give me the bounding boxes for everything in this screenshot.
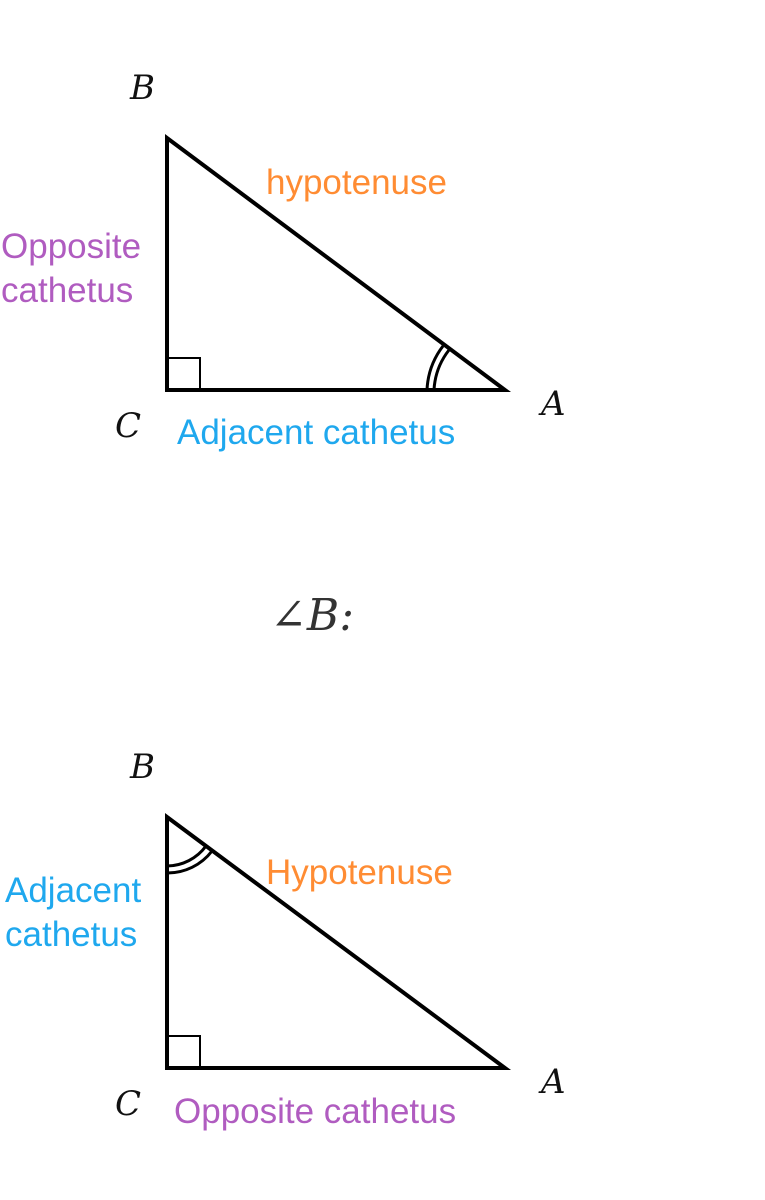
opposite-label-1-line1: Opposite: [1, 227, 141, 266]
adjacent-label-2-line2: cathetus: [5, 915, 137, 954]
adjacent-label-1: Adjacent cathetus: [177, 413, 455, 452]
opposite-label-2: Opposite cathetus: [174, 1092, 456, 1131]
right-angle-marker-2: [166, 1035, 201, 1069]
right-angle-marker-1: [166, 357, 201, 391]
vertex-a-label-1: A: [538, 384, 566, 424]
hypotenuse-label-1: hypotenuse: [266, 163, 447, 202]
angle-b-title: ∠B:: [270, 590, 354, 641]
triangle-2: [165, 813, 512, 1070]
vertex-b-label-1: B: [129, 68, 155, 108]
hypotenuse-label-2: Hypotenuse: [266, 853, 453, 892]
angle-a-arc-outer: [432, 349, 451, 391]
vertex-c-label-1: C: [115, 406, 141, 446]
vertex-b-label-2: B: [129, 747, 155, 787]
angle-a-arc-inner: [425, 345, 445, 391]
adjacent-label-2-line1: Adjacent: [5, 871, 141, 910]
triangle-angle-a-diagram: B C A hypotenuse Opposite cathetus Adjac…: [1, 68, 566, 452]
opposite-label-1-line2: cathetus: [1, 271, 133, 310]
vertex-a-label-2: A: [538, 1062, 566, 1102]
triangle-1: [165, 134, 512, 392]
vertex-c-label-2: C: [115, 1084, 141, 1124]
angle-b-arc-inner: [166, 845, 208, 868]
triangle-angle-b-diagram: B C A Hypotenuse Adjacent cathetus Oppos…: [5, 747, 566, 1131]
angle-b-arc-outer: [166, 850, 214, 875]
